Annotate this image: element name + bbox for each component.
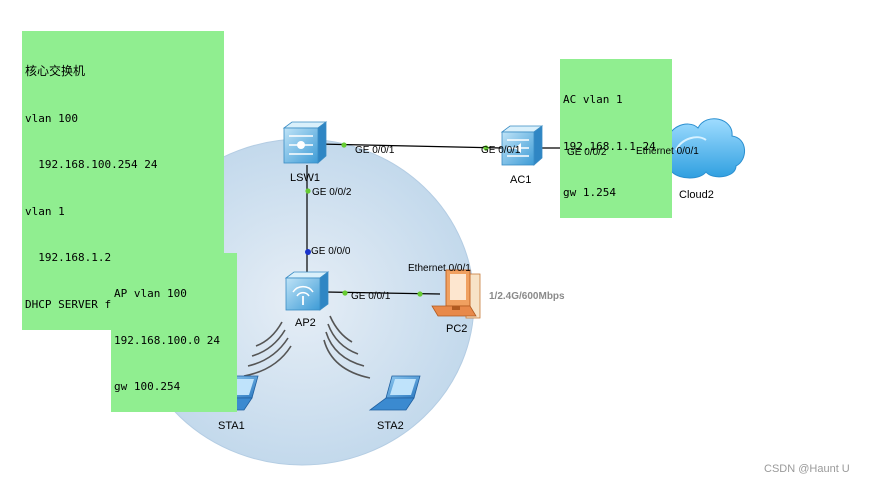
note-line: 192.168.100.254 24 xyxy=(25,158,158,171)
device-label-ap2: AP2 xyxy=(295,317,316,329)
port-label-ap2-ge001: GE 0/0/1 xyxy=(351,291,391,302)
port-label-ac1-ge002: GE 0/0/2 xyxy=(567,147,607,158)
device-label-cloud2: Cloud2 xyxy=(679,189,714,201)
port-dot-pc2-eth xyxy=(417,291,423,297)
port-label-lsw1-ge002: GE 0/0/2 xyxy=(312,187,352,198)
note-line: 192.168.1.1 24 xyxy=(563,139,656,153)
note-line: 核心交换机 xyxy=(25,64,86,78)
port-label-lsw1-ge001: GE 0/0/1 xyxy=(355,145,395,156)
port-dot-lsw1-ge002 xyxy=(305,188,311,194)
device-label-sta1: STA1 xyxy=(218,420,245,432)
port-label-ap2-ge000: GE 0/0/0 xyxy=(311,246,351,257)
access-point-icon[interactable] xyxy=(284,271,330,311)
device-label-pc2: PC2 xyxy=(446,323,468,335)
switch-icon[interactable] xyxy=(282,121,328,164)
cloud-icon[interactable] xyxy=(658,118,745,179)
port-dot-lsw1-ge001 xyxy=(341,142,347,148)
note-line: 192.168.100.0 24 xyxy=(114,333,220,347)
port-dot-ap2-ge000 xyxy=(305,249,311,255)
device-label-ac1: AC1 xyxy=(510,174,532,186)
note-line: AC vlan 1 xyxy=(563,93,623,106)
device-label-sta2: STA2 xyxy=(377,420,404,432)
note-ap: AP vlan 100 192.168.100.0 24 gw 100.254 xyxy=(111,253,237,412)
laptop-icon-sta2[interactable] xyxy=(368,375,421,411)
wireless-signal-right xyxy=(323,315,371,379)
note-line: vlan 1 xyxy=(25,204,65,218)
wireless-signal-left xyxy=(243,321,292,377)
note-line: AP vlan 100 xyxy=(114,287,187,300)
wireless-rate-label: 1/2.4G/600Mbps xyxy=(489,291,565,302)
device-label-lsw1: LSW1 xyxy=(290,172,320,184)
port-label-cloud2-eth: Ethernet 0/0/1 xyxy=(636,146,699,157)
port-label-ac1-ge001: GE 0/0/1 xyxy=(481,145,521,156)
note-line: vlan 100 xyxy=(25,111,78,125)
pc-icon[interactable] xyxy=(431,269,481,319)
watermark: CSDN @Haunt U xyxy=(764,463,850,475)
note-line: gw 100.254 xyxy=(114,380,181,393)
note-ac: AC vlan 1 192.168.1.1 24 gw 1.254 xyxy=(560,59,672,218)
note-line: gw 1.254 xyxy=(563,186,616,199)
link-lsw1-ac1[interactable] xyxy=(317,143,503,149)
port-dot-ac1-ge001 xyxy=(483,145,489,151)
port-dot-ap2-ge001 xyxy=(342,290,348,296)
port-label-pc2-eth: Ethernet 0/0/1 xyxy=(408,263,471,274)
access-controller-icon[interactable] xyxy=(500,125,544,166)
